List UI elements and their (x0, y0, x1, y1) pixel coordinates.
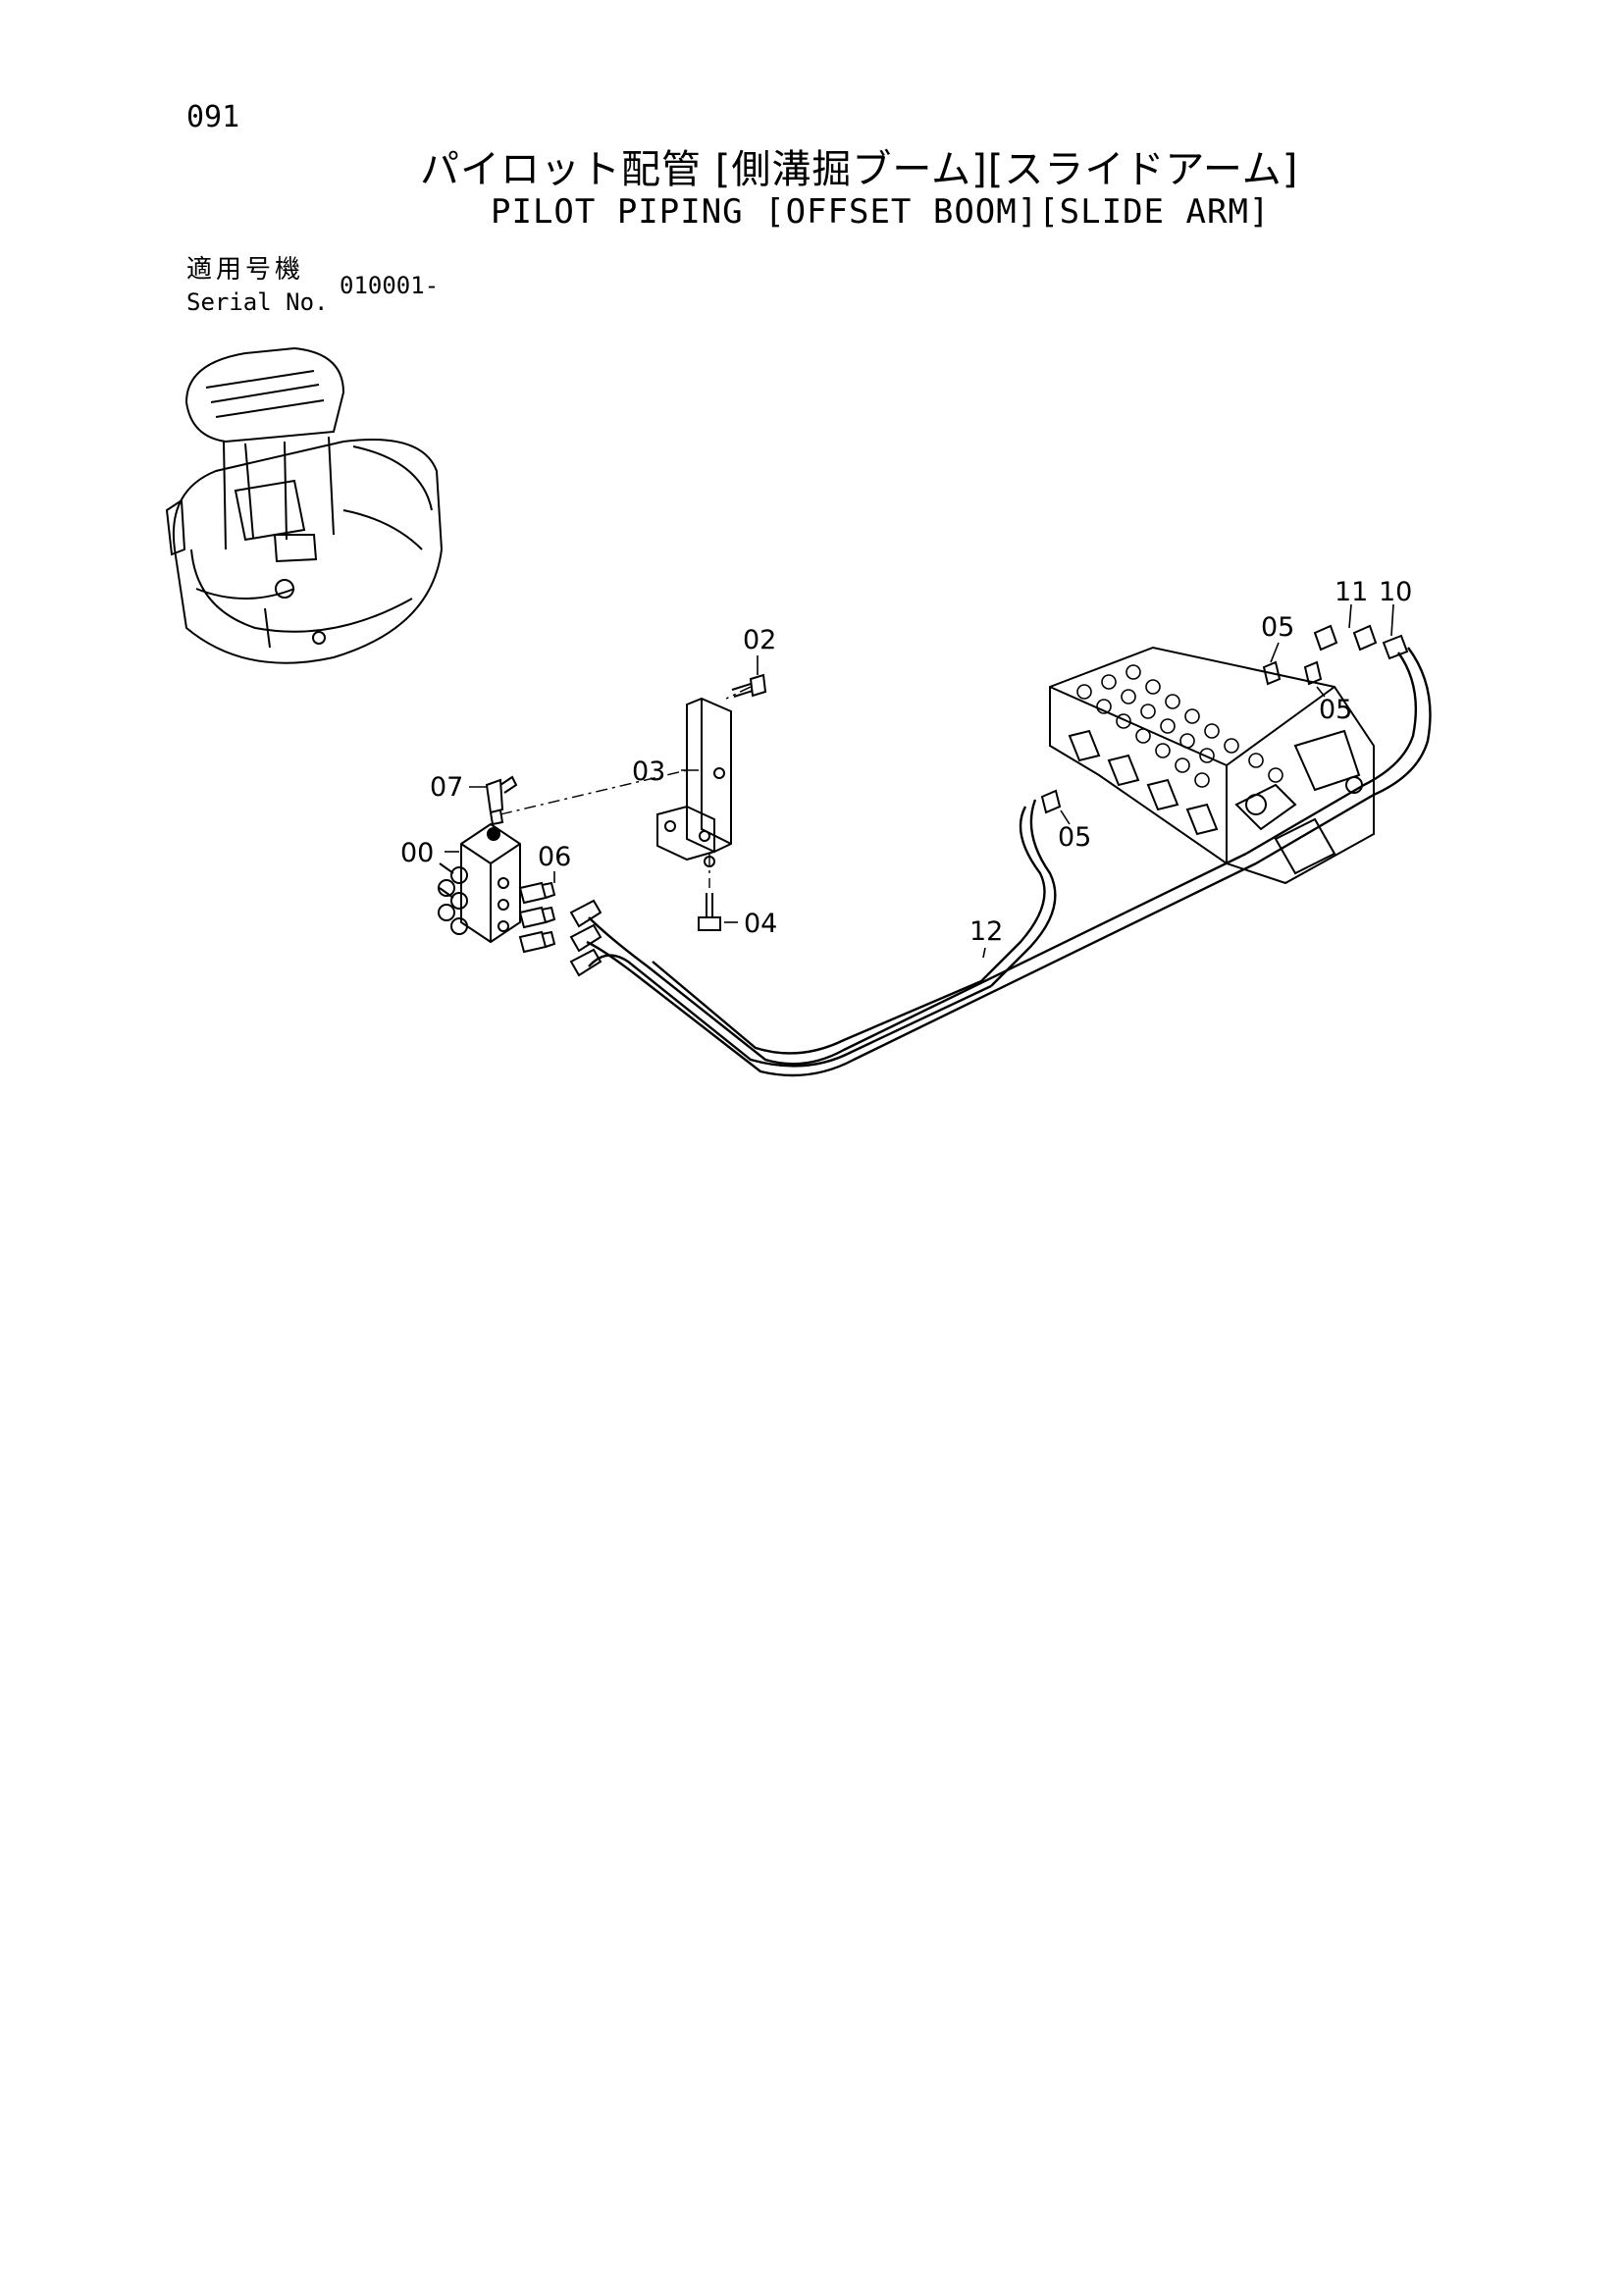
callout-06: 06 (538, 842, 571, 872)
callout-11: 11 (1335, 577, 1368, 607)
callout-05-top: 05 (1261, 612, 1294, 643)
callout-02: 02 (743, 625, 776, 655)
pilot-valve-block (438, 822, 521, 944)
title-japanese: パイロット配管 [側溝掘ブーム][スライドアーム] (420, 147, 1299, 192)
callout-04: 04 (744, 909, 777, 939)
callout-05-right: 05 (1319, 695, 1352, 725)
adapter-fittings (518, 881, 556, 954)
pilot-hoses (586, 647, 1432, 1077)
bolt-upper (731, 673, 767, 698)
valve-adapters (1040, 660, 1323, 814)
callout-12: 12 (969, 916, 1003, 947)
bracket (656, 697, 732, 861)
assembly-guide-lines (499, 686, 752, 888)
page-number: 091 (186, 100, 240, 134)
machine-overview-illustration (165, 346, 444, 664)
serial-label-japanese: 適用号機 (186, 255, 305, 285)
hose-elbow-fittings (1313, 624, 1409, 660)
callout-05-left: 05 (1058, 822, 1091, 853)
callout-labels: 00 07 06 03 02 04 05 05 05 11 10 12 (400, 577, 1412, 947)
serial-number-value: 010001- (340, 272, 440, 299)
elbow-fitting (485, 775, 518, 826)
callout-03: 03 (632, 757, 665, 787)
serial-label-english: Serial No. (186, 288, 329, 316)
callout-00: 00 (400, 838, 434, 868)
title-english: PILOT PIPING [OFFSET BOOM][SLIDE ARM] (491, 192, 1271, 232)
callout-leader-lines (445, 603, 1394, 959)
control-valve-assembly (1049, 646, 1375, 885)
callout-07: 07 (430, 772, 463, 803)
bolt-lower (698, 856, 721, 931)
callout-10: 10 (1379, 577, 1412, 607)
hose-end-fittings (569, 899, 602, 977)
